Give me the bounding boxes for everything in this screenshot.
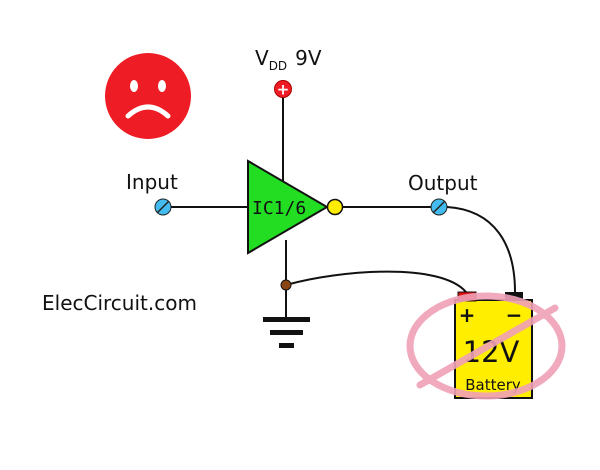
- output-terminal-icon[interactable]: [430, 198, 448, 216]
- face-eye-left: [130, 80, 138, 92]
- inverter-bubble: [326, 198, 344, 216]
- ic-buffer-triangle: [247, 159, 329, 255]
- battery-name-label: Battery: [465, 376, 521, 394]
- prohibit-ring: [406, 292, 566, 400]
- junction-dot: [280, 279, 292, 291]
- vdd-node: +: [274, 80, 292, 99]
- battery-minus-sign: −: [506, 303, 523, 327]
- battery-plus-sign: +: [459, 303, 476, 327]
- face-circle: [105, 53, 191, 139]
- ic-label: IC1/6: [252, 198, 306, 219]
- face-mouth: [125, 104, 171, 119]
- ground-to-battery-wire: [285, 270, 467, 293]
- vdd-plus-sign: +: [277, 81, 290, 99]
- output-to-battery-wire: [446, 206, 516, 293]
- ground-icon: [263, 317, 310, 348]
- output-label: Output: [408, 171, 478, 195]
- input-terminal-icon[interactable]: [154, 198, 172, 216]
- face-eye-right: [158, 80, 166, 92]
- input-label: Input: [126, 170, 178, 194]
- prohibited-icon: [406, 292, 566, 400]
- battery-body: [454, 299, 533, 399]
- sad-face-icon: [105, 53, 191, 139]
- prohibit-slash: [416, 304, 559, 389]
- site-label: ElecCircuit.com: [42, 291, 197, 315]
